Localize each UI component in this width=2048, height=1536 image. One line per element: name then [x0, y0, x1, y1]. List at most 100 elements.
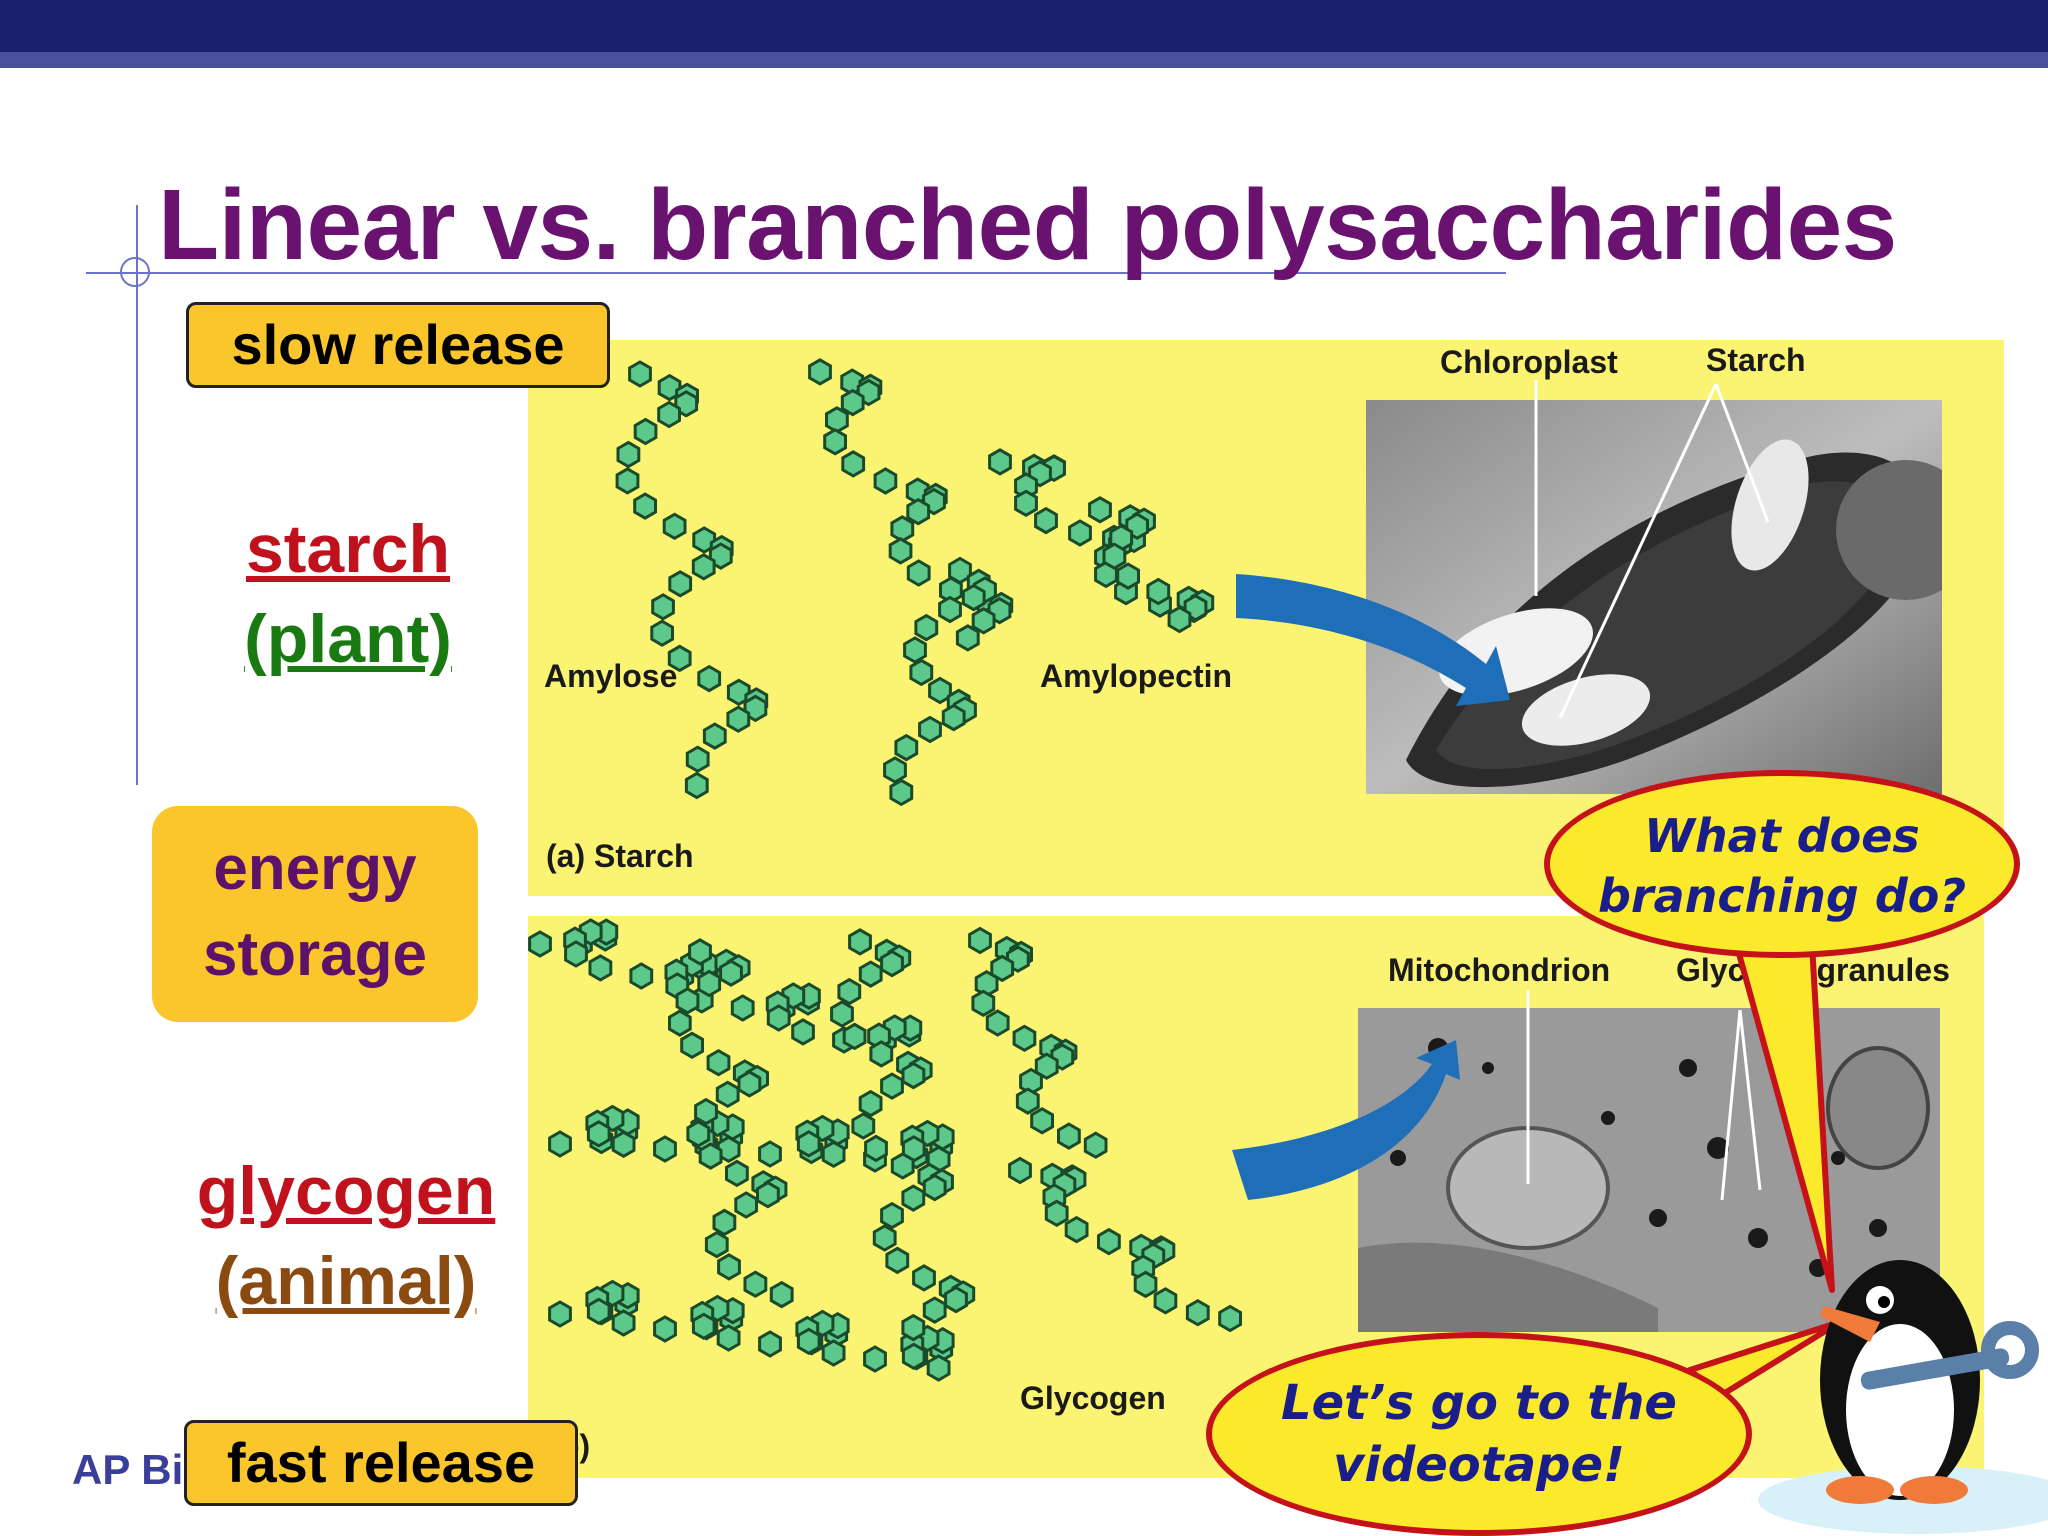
glucose-unit: [990, 954, 1015, 983]
glucose-unit: [971, 989, 996, 1018]
animal-link[interactable]: (animal): [215, 1243, 477, 1319]
glucose-unit: [680, 1031, 704, 1060]
glucose-unit: [922, 1296, 947, 1324]
slow-release-tag: slow release: [186, 302, 610, 388]
glucose-unit: [901, 1342, 926, 1371]
glucose-unit: [668, 570, 693, 598]
glucose-unit: [869, 1040, 894, 1068]
glucose-unit: [873, 467, 898, 495]
glucose-unit: [894, 733, 919, 762]
glucose-unit: [903, 636, 927, 664]
energy-storage-box: energy storage: [152, 806, 478, 1022]
glucose-unit: [688, 938, 712, 966]
glucose-unit: [842, 1022, 867, 1051]
glucose-unit: [1068, 519, 1092, 547]
glucose-unit: [1044, 1199, 1069, 1228]
glucose-unit: [657, 400, 681, 429]
glucose-unit: [888, 537, 913, 565]
energy-line: energy: [213, 834, 417, 903]
glucose-unit: [758, 1140, 782, 1168]
crosshair-icon: [120, 257, 150, 287]
glucose-unit: [890, 1152, 915, 1180]
glucose-unit: [985, 1009, 1010, 1037]
glucose-unit: [708, 542, 733, 570]
glucose-unit: [704, 1230, 729, 1259]
label-glycogen-granules: Glyc granules: [1676, 952, 1950, 988]
glucose-unit: [1088, 496, 1112, 524]
fast-release-tag: fast release: [184, 1420, 578, 1506]
glucose-unit: [872, 1224, 897, 1252]
glucose-unit: [691, 1312, 716, 1341]
starch-link[interactable]: starch: [245, 511, 451, 587]
glucose-unit: [901, 1184, 926, 1212]
glycogen-link[interactable]: glycogen: [196, 1153, 496, 1229]
label-starch-caption: (a) Starch: [546, 838, 694, 874]
glucose-unit: [988, 448, 1012, 476]
glucose-unit: [586, 1120, 611, 1148]
glucose-unit: [791, 1018, 815, 1046]
glucose-unit: [662, 512, 687, 541]
glucose-unit: [1146, 577, 1171, 606]
arrow-to-mitochondrion: [1232, 1040, 1460, 1200]
video-line-2: videotape!: [1333, 1437, 1625, 1493]
glucose-unit: [906, 497, 931, 526]
glucose-unit: [928, 676, 952, 705]
glucose-unit: [944, 1285, 968, 1314]
glucose-unit: [694, 1097, 718, 1126]
glucose-unit: [1008, 1156, 1032, 1185]
glucose-unit: [912, 1264, 936, 1292]
top-banner: [0, 0, 2048, 52]
glucose-unit: [851, 1112, 876, 1140]
glucose-unit: [712, 1208, 737, 1237]
glucose-unit: [880, 1072, 904, 1100]
chloroplast-micrograph: [1366, 400, 1942, 794]
glucose-unit: [864, 1134, 888, 1163]
glucose-unit: [821, 1339, 846, 1367]
glucose-unit: [734, 1191, 758, 1219]
glucose-unit: [698, 1142, 723, 1170]
glucose-unit: [730, 994, 755, 1022]
glucose-unit: [756, 1180, 780, 1209]
glucose-unit: [883, 756, 907, 784]
glucose-unit: [880, 949, 904, 978]
glucose-unit: [918, 715, 942, 744]
glucose-unit: [611, 1309, 636, 1337]
footer-course-label: AP Bi: [72, 1446, 184, 1493]
glucose-unit: [691, 553, 716, 581]
glucose-unit: [684, 771, 709, 800]
glucose-unit: [716, 1135, 741, 1164]
glucose-unit: [938, 595, 962, 624]
storage-line: storage: [203, 920, 427, 989]
glucose-unit: [841, 450, 866, 478]
glucose-unit: [941, 703, 966, 732]
glucose-unit: [1153, 1287, 1178, 1315]
label-amylose: Amylose: [544, 658, 678, 694]
glucose-unit: [909, 658, 934, 687]
glucose-unit: [633, 417, 658, 446]
glucose-unit: [858, 1089, 883, 1118]
glucose-unit: [808, 358, 832, 386]
glucose-unit: [668, 1009, 692, 1037]
arrows: [1232, 574, 1510, 1200]
glucose-unit: [716, 1324, 741, 1352]
glucose-unit: [657, 373, 682, 402]
glucose-unit: [823, 428, 847, 456]
glucose-unit: [651, 593, 675, 621]
glucose-unit: [769, 1280, 794, 1309]
glucose-unit: [653, 1135, 677, 1163]
glucose-unit: [955, 624, 980, 652]
glucose-unit: [528, 930, 552, 958]
glucose-unit: [889, 778, 914, 807]
glucose-unit: [717, 1253, 741, 1281]
videotape-bubble[interactable]: Let’s go to the videotape!: [1206, 1332, 1752, 1536]
bubble-tail-question: [1735, 941, 1835, 1293]
label-amylopectin: Amylopectin: [1040, 658, 1233, 694]
glucose-unit: [901, 1313, 926, 1342]
label-glycogen: Glycogen: [1020, 1380, 1166, 1416]
plant-link[interactable]: (plant): [244, 601, 452, 677]
glucose-unit: [743, 1270, 768, 1298]
glucose-unit: [692, 526, 717, 554]
glucose-unit: [725, 1159, 749, 1188]
